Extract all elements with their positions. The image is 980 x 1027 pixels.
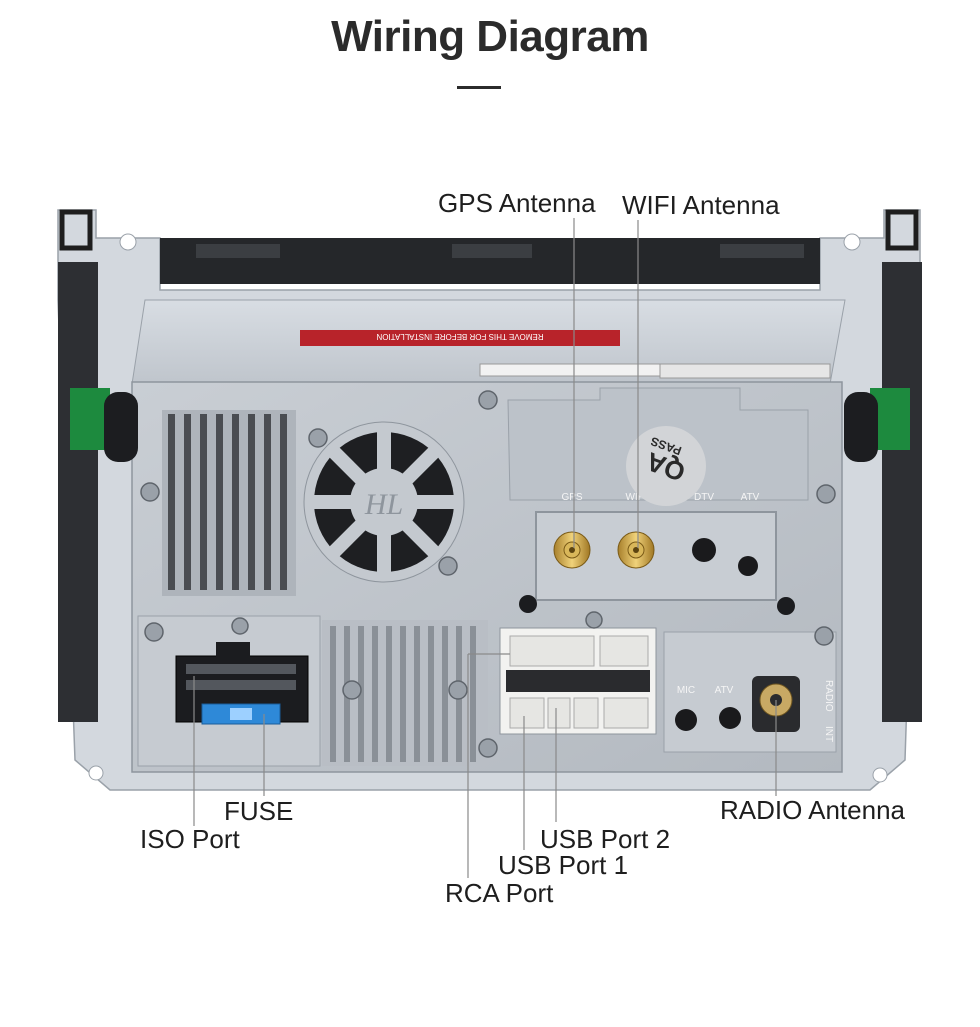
cooling-fan: HL — [303, 421, 465, 583]
left-vent-grille — [162, 410, 296, 596]
marking-dtv: DTV — [694, 492, 714, 503]
antenna-panel: GPS WIFI DTV ATV QA PASS — [507, 387, 809, 601]
dtv-hole — [692, 538, 716, 562]
screws — [140, 390, 836, 758]
label-radio-antenna: RADIO Antenna — [720, 795, 905, 825]
fan-logo: HL — [364, 488, 403, 521]
label-usb-port-2: USB Port 2 — [540, 824, 671, 854]
page-title: Wiring Diagram — [331, 12, 649, 61]
iso-connector-area — [137, 615, 321, 767]
marking-int: INT — [823, 726, 834, 742]
marking-mic: MIC — [677, 685, 695, 696]
marking-wifi: WIFI — [625, 492, 646, 503]
label-fuse: FUSE — [224, 796, 294, 826]
radio-antenna-area: MIC ATV RADIO INT — [663, 631, 837, 753]
warning-sticker — [300, 330, 620, 346]
black-plugs — [519, 595, 795, 615]
gps-connector — [553, 531, 591, 569]
label-rca-port: RCA Port — [445, 878, 554, 908]
warning-sticker-text: REMOVE THIS FOR BEFORE INSTALLATION — [376, 332, 543, 341]
label-usb-port-1: USB Port 1 — [498, 850, 629, 880]
leader-lines — [193, 218, 777, 878]
marking-gps: GPS — [561, 492, 582, 503]
wifi-connector — [617, 531, 655, 569]
atv-hole-2 — [719, 707, 741, 729]
atv-hole — [738, 556, 758, 576]
chassis-top: REMOVE THIS FOR BEFORE INSTALLATION — [131, 299, 846, 385]
multi-connector-block — [499, 627, 657, 735]
marking-atv-2: ATV — [715, 685, 734, 696]
label-iso-port: ISO Port — [140, 824, 240, 854]
qa-pass-sticker — [626, 426, 706, 506]
label-wifi-antenna: WIFI Antenna — [622, 190, 780, 220]
label-gps-antenna: GPS Antenna — [438, 188, 596, 218]
title-underline — [457, 86, 501, 89]
mic-hole — [675, 709, 697, 731]
marking-radio: RADIO — [823, 680, 834, 712]
marking-atv: ATV — [741, 492, 760, 503]
top-bezel — [160, 238, 820, 284]
